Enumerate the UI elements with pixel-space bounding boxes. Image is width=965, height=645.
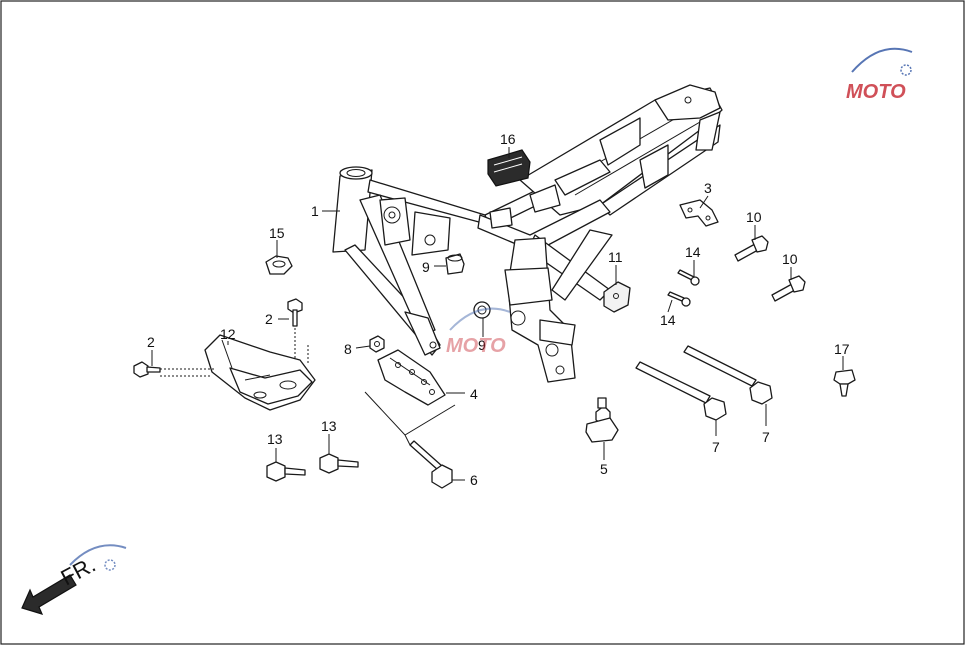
front-arrow-icon	[21, 574, 77, 615]
callout-2: 2	[147, 334, 155, 350]
watermark-top-right: MOTO	[846, 47, 913, 103]
callout-2: 2	[265, 311, 273, 327]
callout-labels: 1 2 2 3 4 5 6 7 7 8 9 9 10 10 11 12 13 1…	[147, 131, 850, 488]
callout-10: 10	[782, 251, 798, 267]
part-9-bushing-upper	[445, 253, 465, 275]
callout-11: 11	[608, 249, 623, 265]
callout-15: 15	[269, 225, 285, 241]
part-4-bracket	[377, 349, 446, 406]
callout-9: 9	[478, 337, 486, 353]
leader-lines	[151, 147, 844, 481]
part-3-bracket	[679, 199, 719, 227]
callout-9: 9	[422, 259, 430, 275]
main-frame	[332, 84, 723, 383]
callout-3: 3	[704, 180, 712, 196]
part-9-bushing-lower	[473, 301, 491, 319]
watermark-swoosh-icon	[69, 544, 127, 566]
callout-13: 13	[321, 418, 337, 434]
callout-4: 4	[470, 386, 478, 402]
callout-14: 14	[685, 244, 701, 260]
part-15-nut	[265, 255, 293, 275]
part-14-bolt-upper	[677, 269, 700, 286]
callout-7: 7	[762, 429, 770, 445]
watermark-swoosh-icon	[449, 307, 511, 331]
watermark-center: MOTO	[446, 307, 511, 357]
part-8-nut	[369, 335, 385, 353]
front-direction-indicator: FR.	[21, 552, 100, 615]
callout-17: 17	[834, 341, 850, 357]
watermark-bottom-left	[69, 544, 127, 571]
callout-5: 5	[600, 461, 608, 477]
part-2-bolt-left	[133, 361, 161, 378]
part-4-guide-lines	[364, 391, 456, 446]
part-10-bolt-upper	[734, 235, 769, 262]
part-2-bolt-upper	[287, 298, 303, 327]
part-17-grommet	[833, 369, 856, 397]
part-14-bolt-lower	[667, 291, 691, 307]
part-12-skid-plate	[204, 334, 316, 411]
callout-8: 8	[344, 341, 352, 357]
part-12-mount-dots	[160, 328, 309, 377]
callout-13: 13	[267, 431, 283, 447]
part-13-bolt-left	[266, 461, 306, 482]
part-5-mount	[585, 397, 619, 443]
callout-7: 7	[712, 439, 720, 455]
callout-14: 14	[660, 312, 676, 328]
part-7-bolt-right	[683, 345, 773, 405]
part-10-bolt-lower	[771, 275, 806, 302]
watermark-gear-icon	[104, 559, 116, 571]
callout-10: 10	[746, 209, 762, 225]
watermark-gear-icon	[900, 64, 912, 76]
watermark-brand: MOTO	[446, 335, 506, 357]
watermark-swoosh-icon	[851, 47, 913, 73]
watermark-brand: MOTO	[846, 81, 906, 103]
callout-12: 12	[220, 326, 236, 342]
part-6-bolt	[409, 440, 453, 489]
part-16-unit	[487, 149, 531, 187]
part-11-plate	[603, 281, 631, 313]
part-7-bolt-left	[635, 361, 727, 421]
callout-6: 6	[470, 472, 478, 488]
callout-1: 1	[311, 203, 319, 219]
callout-16: 16	[500, 131, 516, 147]
part-13-bolt-right	[319, 453, 359, 474]
